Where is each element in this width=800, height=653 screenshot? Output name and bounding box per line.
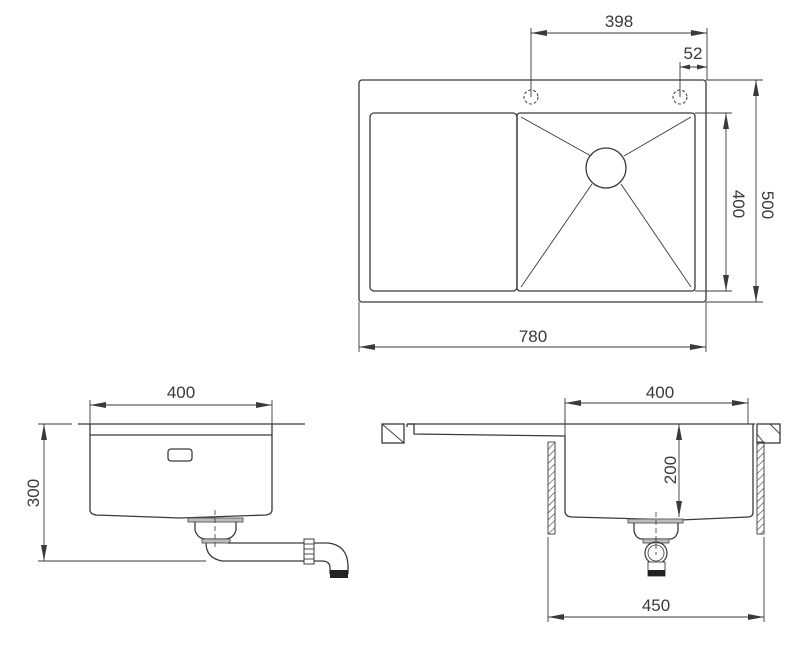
dimension-tap-spacing: 398 [605,12,633,31]
cabinet-wall-left [547,441,556,535]
sink-outline [358,79,707,303]
dimension-side-bowl-depth: 200 [661,456,680,484]
dimension-overall-height: 300 [24,479,43,507]
dimension-front-bowl-width: 400 [167,383,195,402]
side-bowl-body [564,424,754,521]
dimension-bowl-depth: 400 [729,190,748,218]
drainboard [369,112,518,292]
countertop-section [381,423,405,444]
outlet-icon [330,570,348,578]
side-view: 400 200 450 [381,383,781,622]
overflow-icon [167,448,193,462]
dimension-overall-width: 780 [519,327,547,346]
dimension-tap-offset: 52 [684,44,703,63]
dimension-overall-depth: 500 [758,191,777,219]
drain-icon [585,147,627,189]
front-view: 400 300 [24,383,349,578]
bowl-body [89,424,273,519]
top-view: 398 52 500 400 780 [358,12,777,352]
cabinet-wall-right [756,441,765,535]
bowl [516,112,696,292]
outlet-icon [648,570,665,576]
dimension-side-bowl-width: 400 [646,383,674,402]
dimension-cabinet-width: 450 [642,596,670,615]
